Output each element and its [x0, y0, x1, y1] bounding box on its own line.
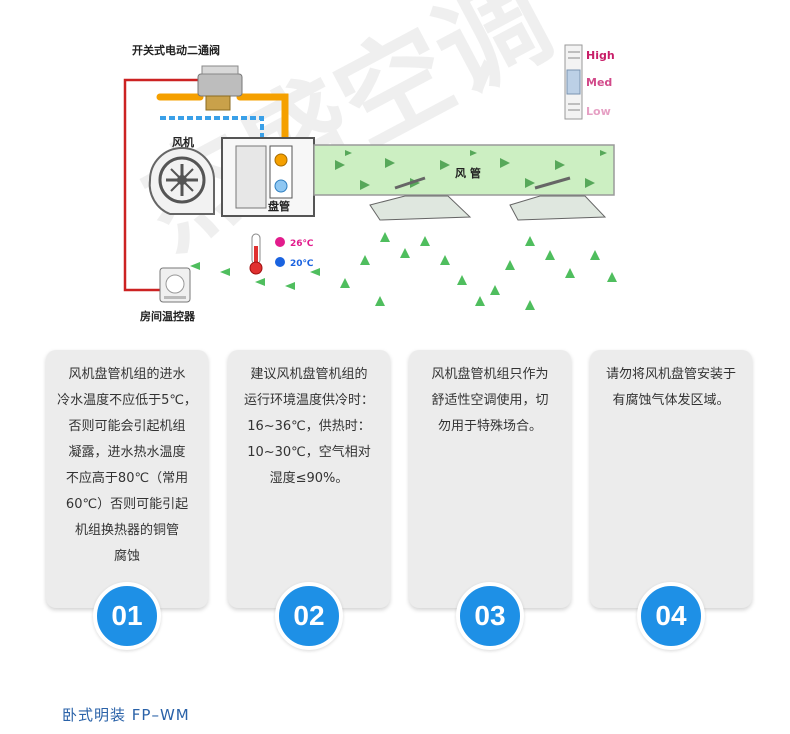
notice-text-1: 风机盘管机组的进水 冷水温度不应低于5℃， 否则可能会引起机组 凝露，进水热水温…: [57, 367, 197, 564]
hot-dot: [275, 237, 285, 247]
notice-text-3: 风机盘管机组只作为 舒适性空调使用，切 勿用于特殊场合。: [431, 367, 549, 434]
cold-dot: [275, 257, 285, 267]
cold-temp: 20℃: [290, 259, 314, 269]
thermostat-label: 房间温控器: [140, 309, 196, 323]
speed-switch-icon: [564, 44, 583, 120]
coil-unit: [221, 137, 315, 217]
fan-coil-diagram: 杰盛空调 开关式电动二通阀 风机 盘管: [122, 0, 617, 323]
coil-label: 盘管: [268, 199, 290, 213]
airflow-arrows: [190, 232, 617, 310]
notice-number-1: 01: [93, 582, 161, 650]
notice-number-4: 04: [637, 582, 705, 650]
valve-icon: [197, 65, 243, 111]
air-duct: [313, 144, 615, 221]
model-caption: 卧式明装 FP–WM: [62, 706, 190, 724]
speed-high-label: High: [586, 49, 615, 62]
notice-text-4: 请勿将风机盘管安装于 有腐蚀气体发区域。: [605, 367, 736, 408]
notice-card-4: 请勿将风机盘管安装于 有腐蚀气体发区域。: [590, 350, 752, 608]
duct-label: 风 管: [455, 166, 481, 180]
control-wire: [123, 78, 198, 292]
notice-card-1: 风机盘管机组的进水 冷水温度不应低于5℃， 否则可能会引起机组 凝露，进水热水温…: [46, 350, 208, 608]
fan-icon: [148, 147, 215, 215]
valve-label: 开关式电动二通阀: [132, 43, 220, 57]
notice-card-3: 风机盘管机组只作为 舒适性空调使用，切 勿用于特殊场合。: [409, 350, 571, 608]
notice-cards: 风机盘管机组的进水 冷水温度不应低于5℃， 否则可能会引起机组 凝露，进水热水温…: [0, 350, 790, 650]
notice-number-2: 02: [275, 582, 343, 650]
thermostat-icon: [159, 267, 191, 303]
speed-med-label: Med: [586, 76, 612, 89]
fan-label: 风机: [172, 135, 194, 149]
notice-number-3: 03: [456, 582, 524, 650]
notice-text-2: 建议风机盘管机组的 运行环境温度供冷时： 16~36℃，供热时： 10~30℃，…: [243, 367, 374, 486]
speed-low-label: Low: [586, 105, 611, 118]
notice-card-2: 建议风机盘管机组的 运行环境温度供冷时： 16~36℃，供热时： 10~30℃，…: [228, 350, 390, 608]
thermometer-icon: [249, 233, 263, 275]
hot-temp: 26℃: [290, 239, 314, 249]
